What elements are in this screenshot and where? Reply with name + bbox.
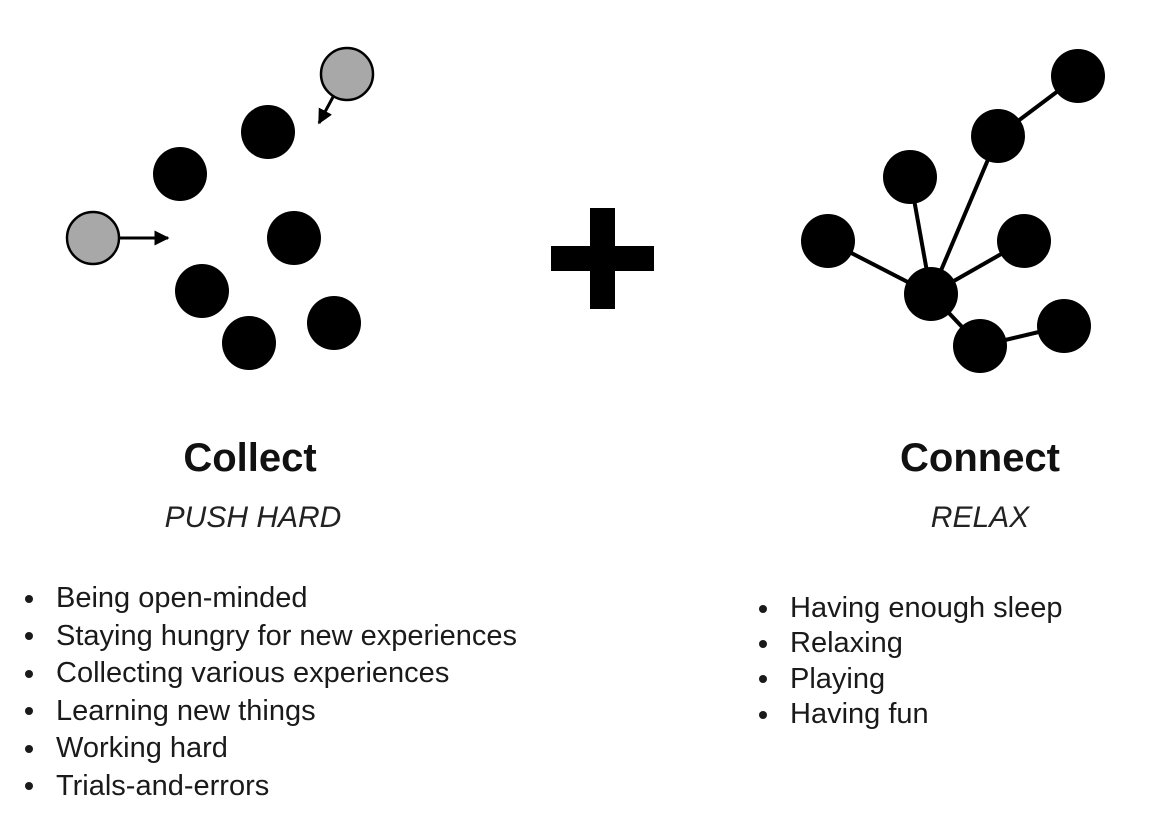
incoming-node — [65, 210, 121, 266]
list-item: Staying hungry for new experiences — [22, 618, 517, 656]
graph-node — [883, 150, 937, 204]
collected-node — [267, 211, 321, 265]
graph-node — [1051, 49, 1105, 103]
list-item: Working hard — [22, 730, 517, 768]
list-item: Having fun — [756, 697, 1062, 732]
list-item: Relaxing — [756, 626, 1062, 661]
graph-node — [904, 267, 958, 321]
collected-node — [175, 264, 229, 318]
graph-node — [953, 319, 1007, 373]
graph-node — [971, 109, 1025, 163]
collected-node — [307, 296, 361, 350]
list-item: Learning new things — [22, 693, 517, 731]
list-item: Playing — [756, 662, 1062, 697]
connect-title: Connect — [900, 436, 1060, 480]
list-item: Collecting various experiences — [22, 655, 517, 693]
collected-node — [153, 147, 207, 201]
connect-graph — [801, 49, 1105, 373]
graph-node — [801, 214, 855, 268]
connect-list: Having enough sleep Relaxing Playing Hav… — [756, 591, 1062, 732]
graph-node — [997, 214, 1051, 268]
graph-edge — [929, 135, 1000, 295]
list-item: Trials-and-errors — [22, 768, 517, 806]
graph-node — [1037, 299, 1091, 353]
list-item: Being open-minded — [22, 580, 517, 618]
collect-title: Collect — [183, 436, 317, 480]
plus-icon — [551, 208, 654, 309]
incoming-arrow — [317, 96, 335, 125]
connect-subtitle: RELAX — [930, 501, 1030, 534]
collected-node — [222, 316, 276, 370]
collected-node — [241, 105, 295, 159]
collect-subtitle: PUSH HARD — [164, 501, 342, 534]
incoming-node — [319, 46, 375, 102]
collect-graph — [65, 46, 375, 370]
collect-list: Being open-minded Staying hungry for new… — [22, 580, 517, 805]
list-item: Having enough sleep — [756, 591, 1062, 626]
